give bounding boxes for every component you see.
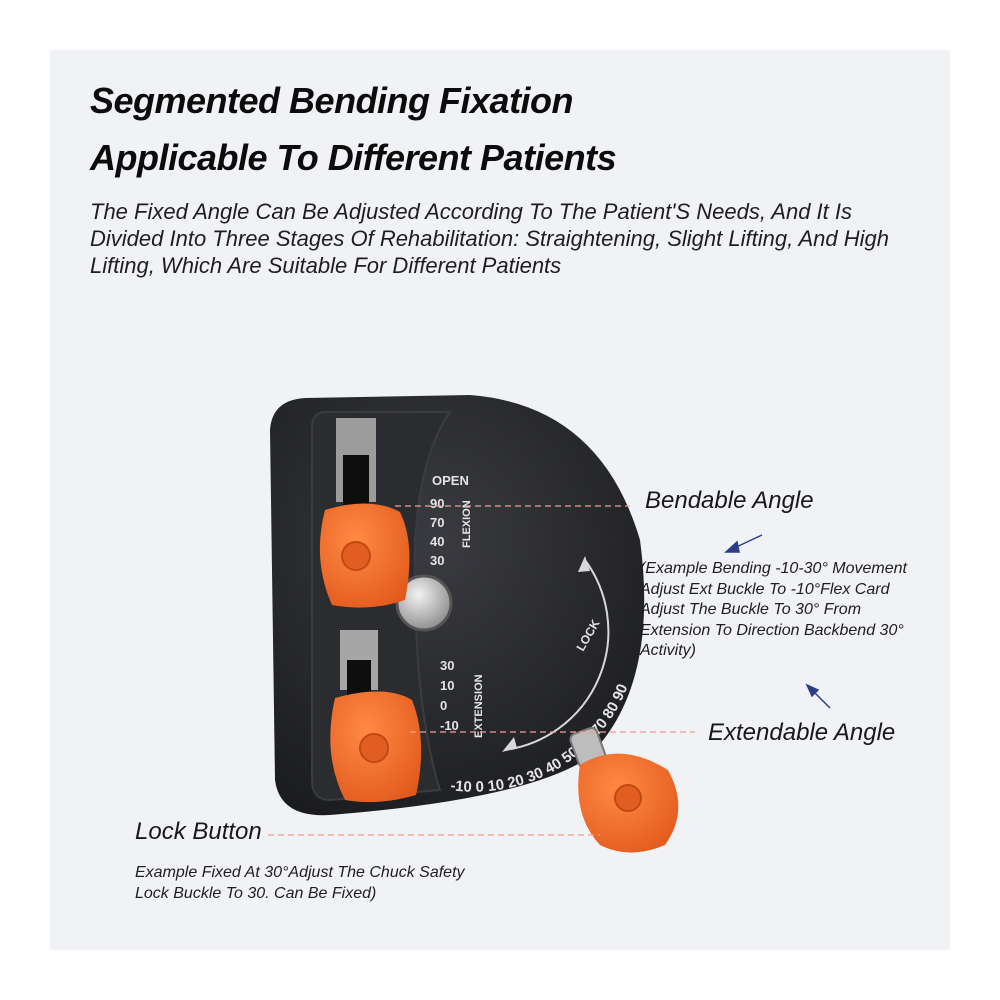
bendable-angle-note: (Example Bending -10-30° Movement Adjust… <box>640 560 907 659</box>
flexion-label: FLEXION <box>461 500 473 548</box>
lock-button-note: Example Fixed At 30°Adjust The Chuck Saf… <box>135 864 465 902</box>
flexion-mark-30: 30 <box>430 553 444 568</box>
extendable-angle-label: Extendable Angle <box>708 719 896 746</box>
extension-mark-10: 10 <box>440 678 454 693</box>
flexion-mark-open: OPEN <box>432 473 469 488</box>
flexion-mark-40: 40 <box>430 534 444 549</box>
lock-button-label: Lock Button <box>135 818 262 845</box>
flexion-mark-70: 70 <box>430 515 444 530</box>
extension-mark-neg10: -10 <box>440 718 459 733</box>
heading-line-2: Applicable To Different Patients <box>90 137 617 178</box>
flexion-mark-90: 90 <box>430 496 444 511</box>
pointer-arrow-down <box>724 534 763 553</box>
extension-mark-0: 0 <box>440 698 447 713</box>
pointer-arrow-up <box>805 683 831 709</box>
heading-line-1: Segmented Bending Fixation <box>90 80 574 121</box>
bendable-angle-label: Bendable Angle <box>645 487 814 514</box>
extension-label: EXTENSION <box>473 674 485 738</box>
extension-mark-30: 30 <box>440 658 454 673</box>
description-text: The Fixed Angle Can Be Adjusted Accordin… <box>90 199 889 278</box>
pivot-screw <box>395 574 453 632</box>
lock-direction-arrow <box>504 559 610 751</box>
